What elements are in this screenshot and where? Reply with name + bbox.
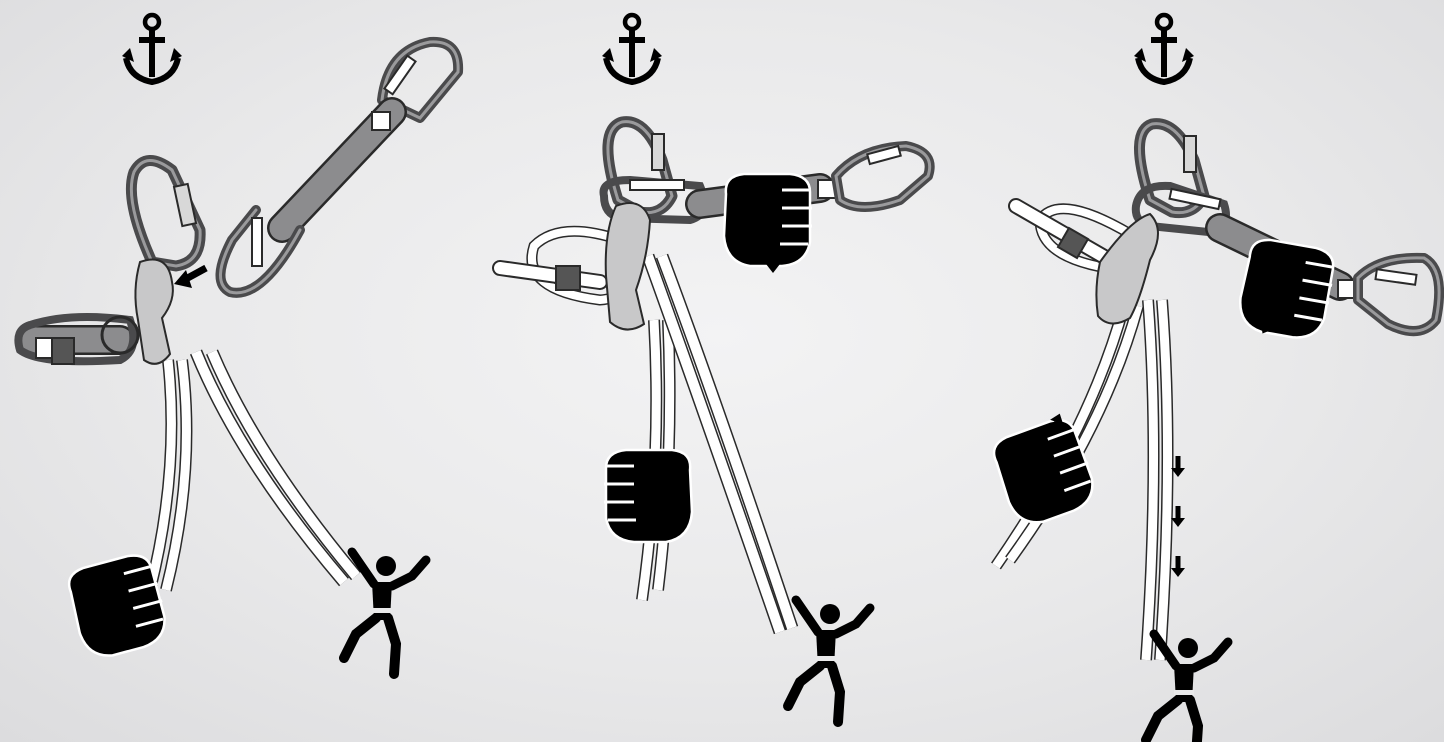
panel-3 <box>988 15 1439 742</box>
arrow-icon <box>1171 506 1185 527</box>
anchor-icon <box>122 15 182 82</box>
rope <box>150 352 356 590</box>
anchor-icon <box>602 15 662 82</box>
panel-2 <box>500 15 930 722</box>
belay-device <box>606 203 650 329</box>
hand-icon <box>1235 237 1338 343</box>
arrow-icon <box>1171 556 1185 577</box>
rope <box>642 256 792 632</box>
hand-icon <box>724 174 812 266</box>
carabiner-icon <box>1358 258 1439 331</box>
climber-icon <box>788 600 870 722</box>
sling <box>282 112 392 228</box>
sling <box>18 317 138 364</box>
hand-icon <box>604 450 692 542</box>
carabiner-icon <box>836 146 930 207</box>
panel-1 <box>18 15 458 674</box>
anchor-icon <box>1134 15 1194 82</box>
carabiner-icon <box>131 160 200 266</box>
belay-device <box>135 260 172 364</box>
